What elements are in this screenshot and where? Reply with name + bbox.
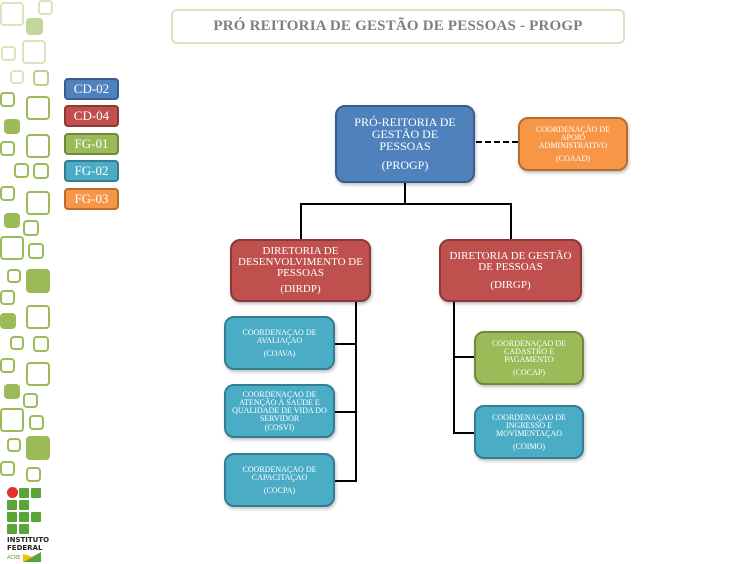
node-name: COORDENAÇAO DE INGRESSO E MOVIMENTAÇAO <box>492 412 566 438</box>
connector-line <box>453 356 475 358</box>
connector-line <box>334 411 356 413</box>
pattern-square <box>26 467 41 482</box>
node-name: COORDENAÇAO DE CADASTRO E PAGAMENTO <box>492 338 566 364</box>
pattern-square <box>23 220 39 236</box>
pattern-square <box>26 134 50 158</box>
pattern-square <box>4 213 20 228</box>
legend-item-fg03: FG-03 <box>64 188 119 210</box>
pattern-square <box>0 2 24 26</box>
logo-red-dot <box>7 487 18 498</box>
logo-cell <box>19 512 29 522</box>
pattern-square <box>28 243 44 259</box>
pattern-square <box>29 415 44 430</box>
logo-text-acre: ACRE <box>7 555 21 561</box>
connector-line <box>300 203 512 205</box>
legend-item-fg02: FG-02 <box>64 160 119 182</box>
node-progp[interactable]: PRÓ-REITORIA DE GESTÃO DE PESSOAS (PROGP… <box>335 105 475 183</box>
pattern-square <box>4 384 20 399</box>
node-name: COORDENAÇÃO DE APOIO ADMINISTRATIVO <box>536 124 610 150</box>
node-name: PRÓ-REITORIA DE GESTÃO DE PESSOAS <box>354 114 456 153</box>
pattern-square <box>26 436 50 460</box>
pattern-square <box>22 40 46 64</box>
node-dirdp[interactable]: DIRETORIA DE DESENVOLVIMENTO DE PESSOAS … <box>230 239 371 302</box>
pattern-square <box>33 336 49 352</box>
pattern-square <box>0 186 15 201</box>
pattern-square <box>0 141 15 156</box>
pattern-square <box>0 461 15 476</box>
node-coimo[interactable]: COORDENAÇAO DE INGRESSO E MOVIMENTAÇAO (… <box>474 405 584 459</box>
acre-flag-icon <box>23 552 41 562</box>
pattern-square <box>26 18 43 35</box>
pattern-square <box>0 358 15 373</box>
pattern-square <box>23 393 38 408</box>
legend-item-fg01: FG-01 <box>64 133 119 155</box>
logo-cell <box>19 500 29 510</box>
node-acronym: (COCAP) <box>512 367 545 377</box>
node-name: COORDENAÇAO DE CAPACITAÇAO <box>242 464 317 482</box>
connector-line <box>300 203 302 241</box>
pattern-square <box>33 70 49 86</box>
connector-line <box>404 182 406 204</box>
pattern-square <box>10 70 24 84</box>
pattern-square <box>33 163 49 179</box>
connector-line <box>510 203 512 241</box>
node-acronym: (COIMO) <box>513 441 545 451</box>
pattern-square <box>14 163 29 178</box>
connector-line <box>453 432 475 434</box>
node-acronym: (COSVI) <box>264 422 295 432</box>
node-acronym: (COAVA) <box>263 348 296 358</box>
pattern-square <box>10 336 24 350</box>
logo-cell <box>31 512 41 522</box>
pattern-square <box>26 305 50 329</box>
pattern-square <box>7 438 21 452</box>
node-name: COORDENAÇAO DE ATENÇÃO À SAÚDE E QUALIDA… <box>232 389 327 423</box>
pattern-square <box>0 408 24 432</box>
pattern-square <box>38 0 53 15</box>
connector-line <box>355 300 357 482</box>
node-dirgp[interactable]: DIRETORIA DE GESTÃO DE PESSOAS (DIRGP) <box>439 239 582 302</box>
pattern-square <box>0 313 16 329</box>
node-cocap[interactable]: COORDENAÇAO DE CADASTRO E PAGAMENTO (COC… <box>474 331 584 385</box>
logo-cell <box>19 488 29 498</box>
legend-item-cd04: CD-04 <box>64 105 119 127</box>
connector-line <box>453 300 455 434</box>
pattern-square <box>1 46 16 61</box>
logo-cell <box>7 500 17 510</box>
dashed-connector-line <box>476 141 518 145</box>
node-acronym: (DIRGP) <box>490 278 531 291</box>
logo-cell <box>7 512 17 522</box>
node-acronym: (COCPA) <box>263 485 296 495</box>
pattern-square <box>26 96 50 120</box>
pattern-square <box>0 92 15 107</box>
node-name: DIRETORIA DE DESENVOLVIMENTO DE PESSOAS <box>238 245 363 279</box>
node-name: DIRETORIA DE GESTÃO DE PESSOAS <box>449 249 572 273</box>
logo-text-instituto: INSTITUTO <box>7 536 50 544</box>
page-title: PRÓ REITORIA DE GESTÃO DE PESSOAS - PROG… <box>171 9 625 44</box>
node-coaad[interactable]: COORDENAÇÃO DE APOIO ADMINISTRATIVO (COA… <box>518 117 628 171</box>
logo-cell <box>7 524 17 534</box>
node-acronym: (PROGP) <box>381 157 429 172</box>
node-cocpa[interactable]: COORDENAÇAO DE CAPACITAÇAO (COCPA) <box>224 453 335 507</box>
pattern-square <box>0 290 15 305</box>
pattern-square <box>26 191 50 215</box>
node-cosvi[interactable]: COORDENAÇAO DE ATENÇÃO À SAÚDE E QUALIDA… <box>224 384 335 438</box>
pattern-square <box>26 269 50 293</box>
pattern-square <box>26 362 50 386</box>
pattern-square <box>0 236 24 260</box>
node-name: COORDENAÇAO DE AVALIAÇAO <box>242 327 317 345</box>
connector-line <box>334 480 356 482</box>
pattern-square <box>7 269 21 283</box>
legend-item-cd02: CD-02 <box>64 78 119 100</box>
pattern-square <box>4 119 20 134</box>
node-acronym: (COAAD) <box>556 153 590 163</box>
node-acronym: (DIRDP) <box>280 283 321 295</box>
logo-cell <box>19 524 29 534</box>
node-coava[interactable]: COORDENAÇAO DE AVALIAÇAO (COAVA) <box>224 316 335 370</box>
logo-text-federal: FEDERAL <box>7 544 43 552</box>
logo-cell <box>31 488 41 498</box>
connector-line <box>334 343 356 345</box>
